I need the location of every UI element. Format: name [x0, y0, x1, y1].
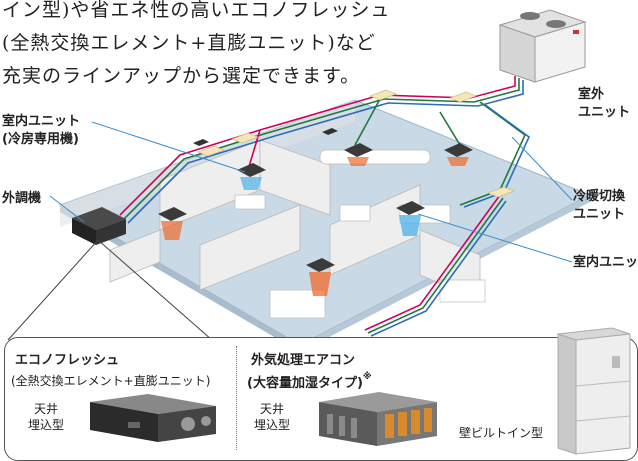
econo-fresh-type-line-2: 埋込型	[28, 418, 65, 432]
econo-fresh-title: エコノフレッシュ	[15, 353, 120, 368]
outdoor-unit-label-line-1: 室外	[578, 87, 605, 102]
intro-line-3: 充実のラインアップから選定できます。	[2, 65, 361, 87]
panel-divider	[236, 346, 238, 450]
outdoor-air-unit-label: 外調機	[2, 191, 42, 206]
econo-fresh-unit-image	[90, 394, 216, 442]
floor-edge	[60, 205, 300, 352]
indoor-cooling-unit-label-line-1: 室内ユニット	[2, 114, 81, 129]
outdoor-unit-label: 室外 ユニット	[578, 86, 630, 122]
indoor-unit-label: 室内ユニット	[573, 255, 638, 270]
partitions	[109, 139, 481, 301]
indoor-cooling-unit-label: 室内ユニット (冷房専用機)	[2, 113, 80, 149]
footnote-mark: ※	[362, 372, 372, 382]
outdoor-air-aircon-type: 天井 埋込型	[254, 401, 290, 433]
wall-built-in-type-label: 壁ビルトイン型	[459, 426, 544, 440]
wall-built-in-unit-image	[557, 327, 631, 455]
econo-fresh-subtitle: (全熱交換エレメント+直膨ユニット)	[11, 374, 211, 388]
indoor-cooling-unit-label-line-2: (冷房専用機)	[2, 132, 79, 147]
outdoor-air-aircon-title: 外気処理エアコン	[251, 353, 356, 368]
product-panel	[4, 337, 638, 461]
outdoor-unit-label-line-2: ユニット	[578, 105, 631, 120]
intro-line-1: イン型)や省エネ性の高いエコノフレッシュ	[2, 0, 391, 21]
econo-fresh-type-line-1: 天井	[34, 402, 59, 416]
callout-lines	[7, 239, 213, 341]
intro-text: イン型)や省エネ性の高いエコノフレッシュ (全熱交換エレメント+直膨ユニット)な…	[2, 0, 462, 93]
econo-fresh-type: 天井 埋込型	[28, 401, 64, 433]
switch-unit-label-line-2: ユニット	[573, 207, 626, 222]
outdoor-air-aircon-subtitle: (大容量加湿タイプ)※	[247, 372, 372, 391]
outdoor-air-unit-illustration	[72, 207, 126, 245]
outdoor-air-aircon-type-line-1: 天井	[260, 402, 285, 416]
refrigerant-pipes	[119, 76, 530, 337]
outdoor-unit-illustration	[498, 9, 587, 83]
outdoor-air-aircon-subtitle-text: (大容量加湿タイプ)	[247, 376, 363, 391]
leader-lines	[49, 121, 573, 263]
switch-unit-label: 冷暖切換 ユニット	[573, 188, 625, 224]
outdoor-air-aircon-type-line-2: 埋込型	[254, 418, 291, 432]
intro-line-2: (全熱交換エレメント+直膨ユニット)など	[2, 32, 376, 54]
indoor-units	[158, 128, 473, 296]
branch-boxes	[197, 89, 515, 198]
outdoor-air-aircon-unit-image	[319, 392, 437, 446]
switch-unit-label-line-1: 冷暖切換	[573, 189, 626, 204]
